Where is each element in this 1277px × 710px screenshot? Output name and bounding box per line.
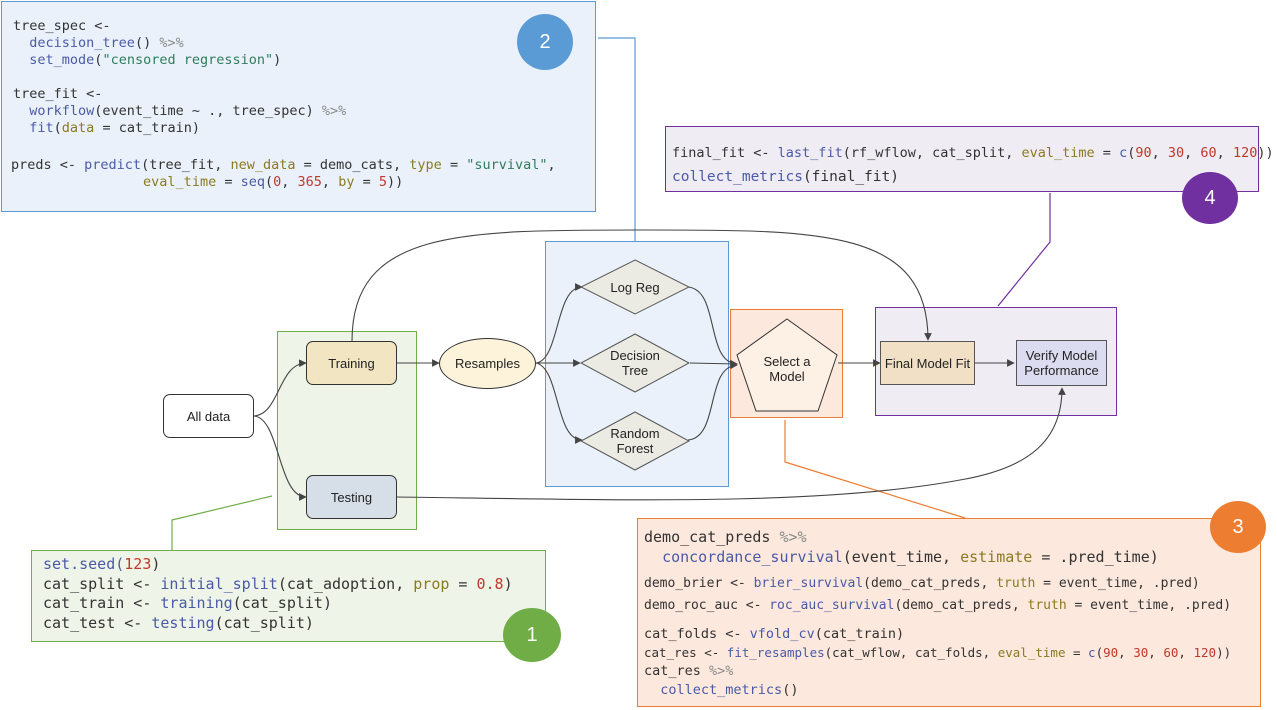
resamples-node: Resamples — [439, 338, 536, 389]
testing-node: Testing — [306, 475, 397, 519]
code-block-1: set.seed(123) cat_split <- initial_split… — [31, 550, 546, 642]
code-line: fit(data = cat_train) — [29, 120, 200, 136]
code-line: collect_metrics() — [660, 682, 799, 698]
decision-tree-label-2: Tree — [621, 363, 649, 378]
arrow-alldata-training — [253, 359, 307, 417]
select-model-label-1: Select a — [763, 354, 811, 369]
arrow-training-finalfit — [351, 229, 932, 342]
code-line: eval_time = seq(0, 365, by = 5)) — [143, 174, 404, 190]
code-line: collect_metrics(final_fit) — [672, 169, 899, 185]
select-model-label-2: Model — [769, 369, 805, 384]
code-line: cat_res <- fit_resamples(cat_wflow, cat_… — [644, 645, 1232, 660]
diamond-shape — [579, 259, 691, 315]
code-line: cat_folds <- vfold_cv(cat_train) — [644, 626, 905, 642]
code-block-3: demo_cat_preds %>% concordance_survival(… — [637, 518, 1261, 707]
code-line: concordance_survival(event_time, estimat… — [662, 548, 1159, 566]
arrow-resamples-logreg — [535, 283, 583, 364]
final-model-fit-node: Final Model Fit — [880, 341, 975, 385]
code-line: demo_roc_auc <- roc_auc_survival(demo_ca… — [644, 598, 1232, 613]
diamond-shape — [579, 411, 691, 471]
code-line: demo_brier <- brier_survival(demo_cat_pr… — [644, 576, 1200, 591]
verify-model-label-1: Verify Model — [1025, 348, 1098, 363]
step-badge-1: 1 — [503, 608, 561, 662]
arrow-forest-select — [687, 361, 738, 441]
all-data-node: All data — [163, 394, 254, 438]
code-line: demo_cat_preds %>% — [644, 528, 807, 546]
step-badge-2: 2 — [517, 14, 573, 70]
arrow-testing-verify — [396, 387, 1066, 501]
code-line: cat_train <- training(cat_split) — [43, 594, 332, 612]
decision-tree-label-1: Decision — [610, 348, 660, 363]
step-badge-3: 3 — [1210, 501, 1266, 553]
code-line: cat_test <- testing(cat_split) — [43, 613, 314, 632]
diamond-shape — [579, 333, 691, 393]
code-line: cat_res %>% — [644, 663, 734, 679]
code-line: preds <- predict(tree_fit, new_data = de… — [11, 157, 556, 173]
arrow-resamples-forest — [535, 362, 583, 444]
arrow-alldata-testing — [253, 415, 307, 501]
verify-model-label-2: Performance — [1024, 363, 1099, 378]
log-reg-node: Log Reg — [579, 259, 691, 315]
callout-line-3 — [784, 420, 966, 519]
arrow-logreg-select — [687, 286, 738, 368]
code-line: decision_tree() %>% — [29, 35, 184, 51]
random-forest-label-2: Forest — [616, 441, 654, 456]
code-block-2: tree_spec <- decision_tree() %>% set_mod… — [1, 1, 596, 212]
code-line: final_fit <- last_fit(rf_wflow, cat_spli… — [672, 145, 1274, 161]
callout-line-4 — [997, 193, 1051, 307]
log-reg-label: Log Reg — [610, 279, 660, 295]
training-node: Training — [306, 341, 397, 385]
step-badge-4: 4 — [1182, 172, 1238, 224]
code-line: set_mode("censored regression") — [29, 52, 282, 68]
pentagon-shape — [736, 318, 838, 412]
random-forest-label-1: Random — [610, 426, 660, 441]
code-line: cat_split <- initial_split(cat_adoption,… — [43, 574, 513, 593]
code-line: tree_spec <- — [13, 18, 111, 34]
callout-line-2 — [598, 37, 636, 242]
callout-line-1 — [171, 495, 273, 550]
code-line: tree_fit <- — [13, 86, 103, 102]
arrow-tree-select — [689, 360, 738, 368]
code-line: set.seed(123) — [43, 555, 161, 573]
code-block-4: final_fit <- last_fit(rf_wflow, cat_spli… — [665, 126, 1274, 192]
code-line: workflow(event_time ~ ., tree_spec) %>% — [29, 103, 347, 119]
